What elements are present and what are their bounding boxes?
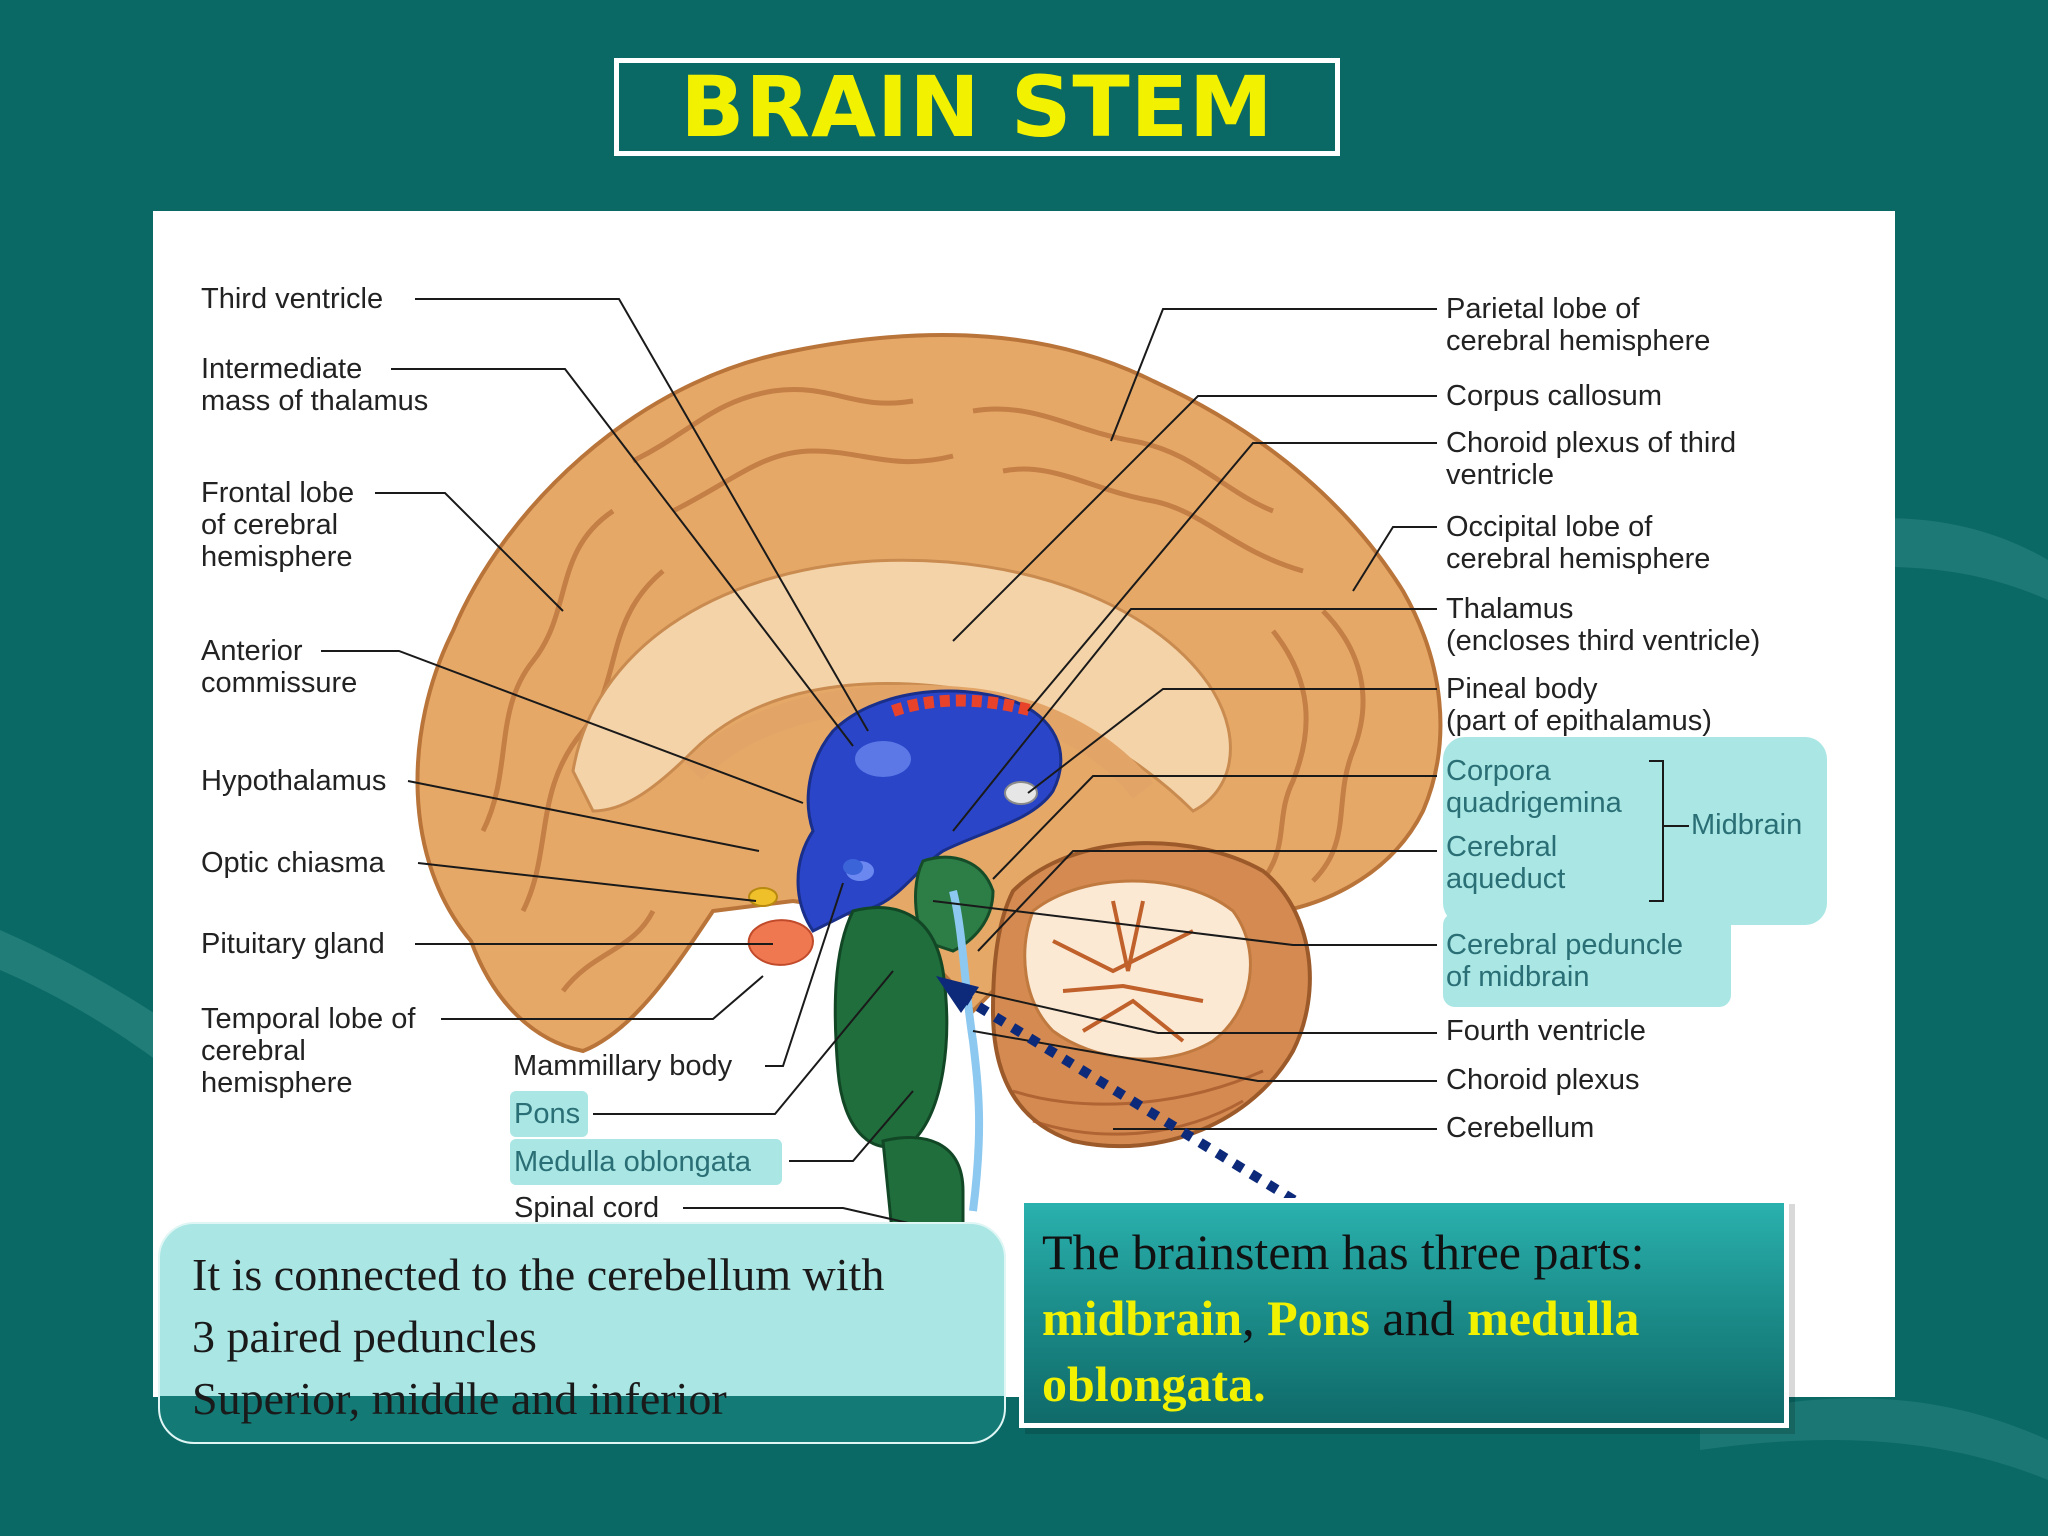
cerebral-peduncle-highlight — [1443, 913, 1731, 1007]
label-pineal-body: Pineal body (part of epithalamus) — [1446, 673, 1712, 737]
label-pituitary-gland: Pituitary gland — [201, 928, 385, 960]
label-pons: Pons — [514, 1098, 581, 1130]
note-right-intro: The brainstem has three parts: — [1042, 1224, 1645, 1280]
pineal-body-shape — [1004, 781, 1038, 805]
label-corpus-callosum: Corpus callosum — [1446, 380, 1662, 412]
label-cerebral-aqueduct: Cerebral aqueduct — [1446, 831, 1566, 895]
medulla-highlight — [510, 1139, 782, 1185]
note-right-parts: midbrain, Pons and medulla — [1042, 1285, 1766, 1351]
mammillary-body-shape — [843, 859, 863, 875]
part-pons: Pons — [1267, 1290, 1370, 1346]
corpus-callosum-shape — [571, 558, 1232, 813]
intermediate-mass-shape — [855, 741, 911, 777]
arrow-head — [936, 976, 979, 1013]
slide-title: BRAIN STEM — [680, 58, 1274, 156]
pituitary-gland-shape — [747, 919, 815, 966]
label-anterior-commissure: Anterior commissure — [201, 635, 358, 699]
note-left-line1: It is connected to the cerebellum with — [192, 1249, 885, 1300]
label-occipital-lobe: Occipital lobe of cerebral hemisphere — [1446, 511, 1711, 575]
label-optic-chiasma: Optic chiasma — [201, 847, 385, 879]
brainstem-parts-note: The brainstem has three parts: midbrain,… — [1019, 1198, 1789, 1428]
part-midbrain: midbrain — [1042, 1290, 1243, 1346]
label-corpora-quadrigemina: Corpora quadrigemina — [1446, 755, 1622, 819]
cerebral-aqueduct-shape — [949, 890, 984, 1212]
label-cerebral-peduncle: Cerebral peduncle of midbrain — [1446, 929, 1683, 993]
label-frontal-lobe: Frontal lobe of cerebral hemisphere — [201, 477, 355, 573]
label-spinal-cord: Spinal cord — [514, 1192, 660, 1224]
sep-2: and — [1369, 1290, 1468, 1346]
label-fourth-ventricle: Fourth ventricle — [1446, 1015, 1646, 1047]
part-medulla: medulla — [1467, 1290, 1640, 1346]
label-intermediate-mass: Intermediate mass of thalamus — [201, 353, 429, 417]
note-left-line2: 3 paired peduncles — [192, 1311, 537, 1362]
brain-illustration — [321, 298, 1689, 1271]
label-midbrain: Midbrain — [1691, 809, 1803, 841]
optic-chiasma-shape — [748, 887, 778, 907]
pons-highlight — [510, 1091, 588, 1137]
note-left-line3: Superior, middle and inferior — [192, 1373, 727, 1424]
label-third-ventricle: Third ventricle — [201, 283, 384, 315]
peduncles-note: It is connected to the cerebellum with 3… — [158, 1222, 1006, 1444]
dotted-arrow — [950, 986, 1331, 1226]
midbrain-highlight — [1443, 737, 1827, 925]
slide-title-box: BRAIN STEM — [614, 58, 1340, 156]
label-parietal-lobe: Parietal lobe of cerebral hemisphere — [1446, 293, 1711, 357]
part-oblongata: oblongata. — [1042, 1356, 1266, 1412]
choroid-plexus-third-shape — [891, 694, 1035, 717]
label-mammillary-body: Mammillary body — [513, 1050, 733, 1082]
label-medulla-oblongata: Medulla oblongata — [514, 1146, 752, 1178]
label-temporal-lobe: Temporal lobe of cerebral hemisphere — [201, 1003, 416, 1099]
label-hypothalamus: Hypothalamus — [201, 765, 387, 797]
pons-shape — [833, 906, 949, 1149]
label-choroid-plexus-third: Choroid plexus of third ventricle — [1446, 427, 1737, 491]
label-thalamus: Thalamus (encloses third ventricle) — [1446, 593, 1761, 657]
label-cerebellum: Cerebellum — [1446, 1112, 1595, 1144]
label-choroid-plexus: Choroid plexus — [1446, 1064, 1640, 1096]
sep-1: , — [1242, 1290, 1268, 1346]
